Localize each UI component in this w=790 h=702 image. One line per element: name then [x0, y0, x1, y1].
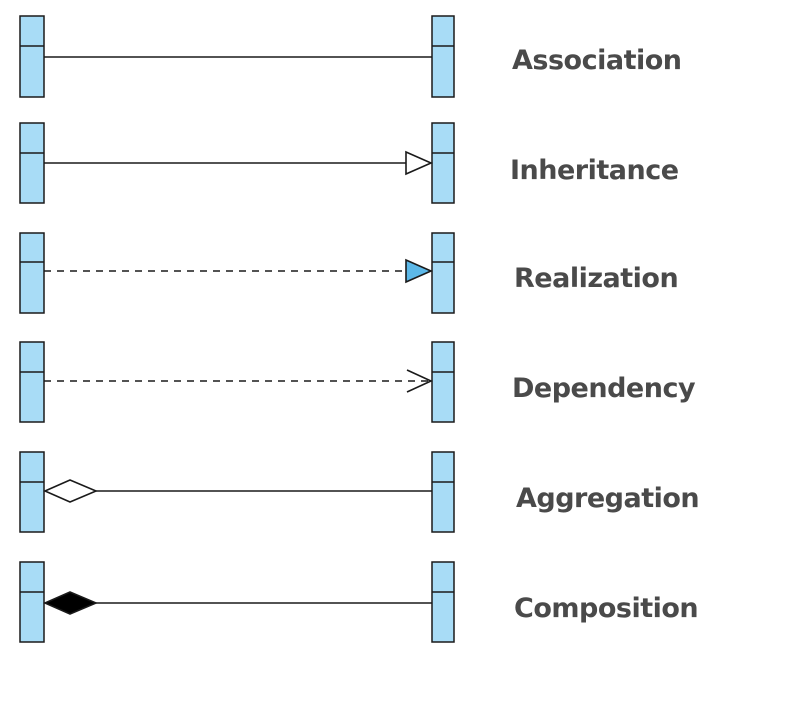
open-arrowhead-icon [406, 369, 433, 393]
source-class-box[interactable] [19, 451, 45, 533]
relationship-composition: Composition [19, 561, 699, 643]
target-class-box[interactable] [431, 122, 455, 204]
relationship-label: Aggregation [516, 483, 699, 514]
relationship-label: Inheritance [510, 155, 679, 186]
relationship-label: Association [512, 45, 682, 76]
target-class-box[interactable] [431, 232, 455, 314]
source-class-box[interactable] [19, 561, 45, 643]
relationship-inheritance: Inheritance [19, 122, 679, 204]
source-class-box[interactable] [19, 15, 45, 98]
filled-diamond-icon [43, 591, 99, 615]
target-class-box[interactable] [431, 561, 455, 643]
source-class-box[interactable] [19, 232, 45, 314]
relationship-dependency: Dependency [19, 341, 696, 423]
relationship-label: Dependency [512, 373, 696, 404]
relationship-realization: Realization [19, 232, 679, 314]
relationship-label: Composition [514, 593, 698, 624]
relationship-label: Realization [514, 263, 678, 294]
relationship-association: Association [19, 15, 682, 98]
hollow-triangle-arrowhead-icon [405, 150, 433, 176]
relationship-aggregation: Aggregation [19, 451, 700, 533]
source-class-box[interactable] [19, 122, 45, 204]
filled-triangle-arrowhead-icon [405, 258, 433, 284]
hollow-diamond-icon [43, 479, 99, 503]
target-class-box[interactable] [431, 451, 455, 533]
source-class-box[interactable] [19, 341, 45, 423]
target-class-box[interactable] [431, 341, 455, 423]
target-class-box[interactable] [431, 15, 455, 98]
